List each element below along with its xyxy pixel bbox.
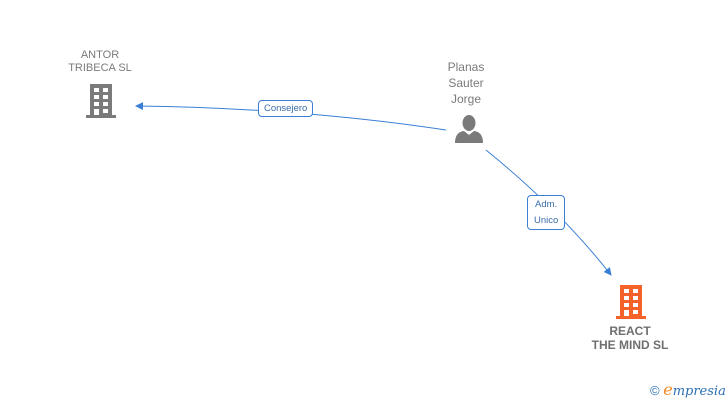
node-label-line: ANTOR bbox=[80, 49, 120, 61]
brand-logo: empresia bbox=[663, 380, 726, 399]
copyright-icon: © bbox=[650, 383, 660, 398]
node-label-line: REACT bbox=[609, 324, 651, 338]
edge-label-consejero[interactable]: Consejero bbox=[258, 100, 314, 117]
node-label-line: Jorge bbox=[450, 92, 482, 106]
building-icon[interactable] bbox=[84, 83, 118, 119]
node-label-line: TRIBECA SL bbox=[68, 62, 132, 74]
brand-initial: e bbox=[663, 380, 673, 399]
node-person-label[interactable]: Planas Sauter Jorge bbox=[426, 59, 506, 107]
node-label-line: Planas bbox=[447, 60, 485, 74]
node-label-line: THE MIND SL bbox=[591, 338, 669, 352]
empresia-watermark: © empresia bbox=[650, 380, 726, 399]
person-icon[interactable] bbox=[454, 114, 484, 144]
edge-label-adm-unico[interactable]: Adm. Unico bbox=[527, 195, 566, 230]
node-react-the-mind-label[interactable]: REACT THE MIND SL bbox=[575, 324, 685, 352]
brand-text: mpresia bbox=[672, 384, 726, 399]
node-antor-tribeca-label[interactable]: ANTOR TRIBECA SL bbox=[50, 49, 150, 75]
edge-label-text: Consejero bbox=[264, 103, 308, 114]
edge-label-text: Adm. bbox=[535, 199, 558, 210]
building-icon-highlighted[interactable] bbox=[614, 284, 648, 320]
edge-label-text: Unico bbox=[534, 215, 559, 226]
node-label-line: Sauter bbox=[448, 76, 484, 90]
